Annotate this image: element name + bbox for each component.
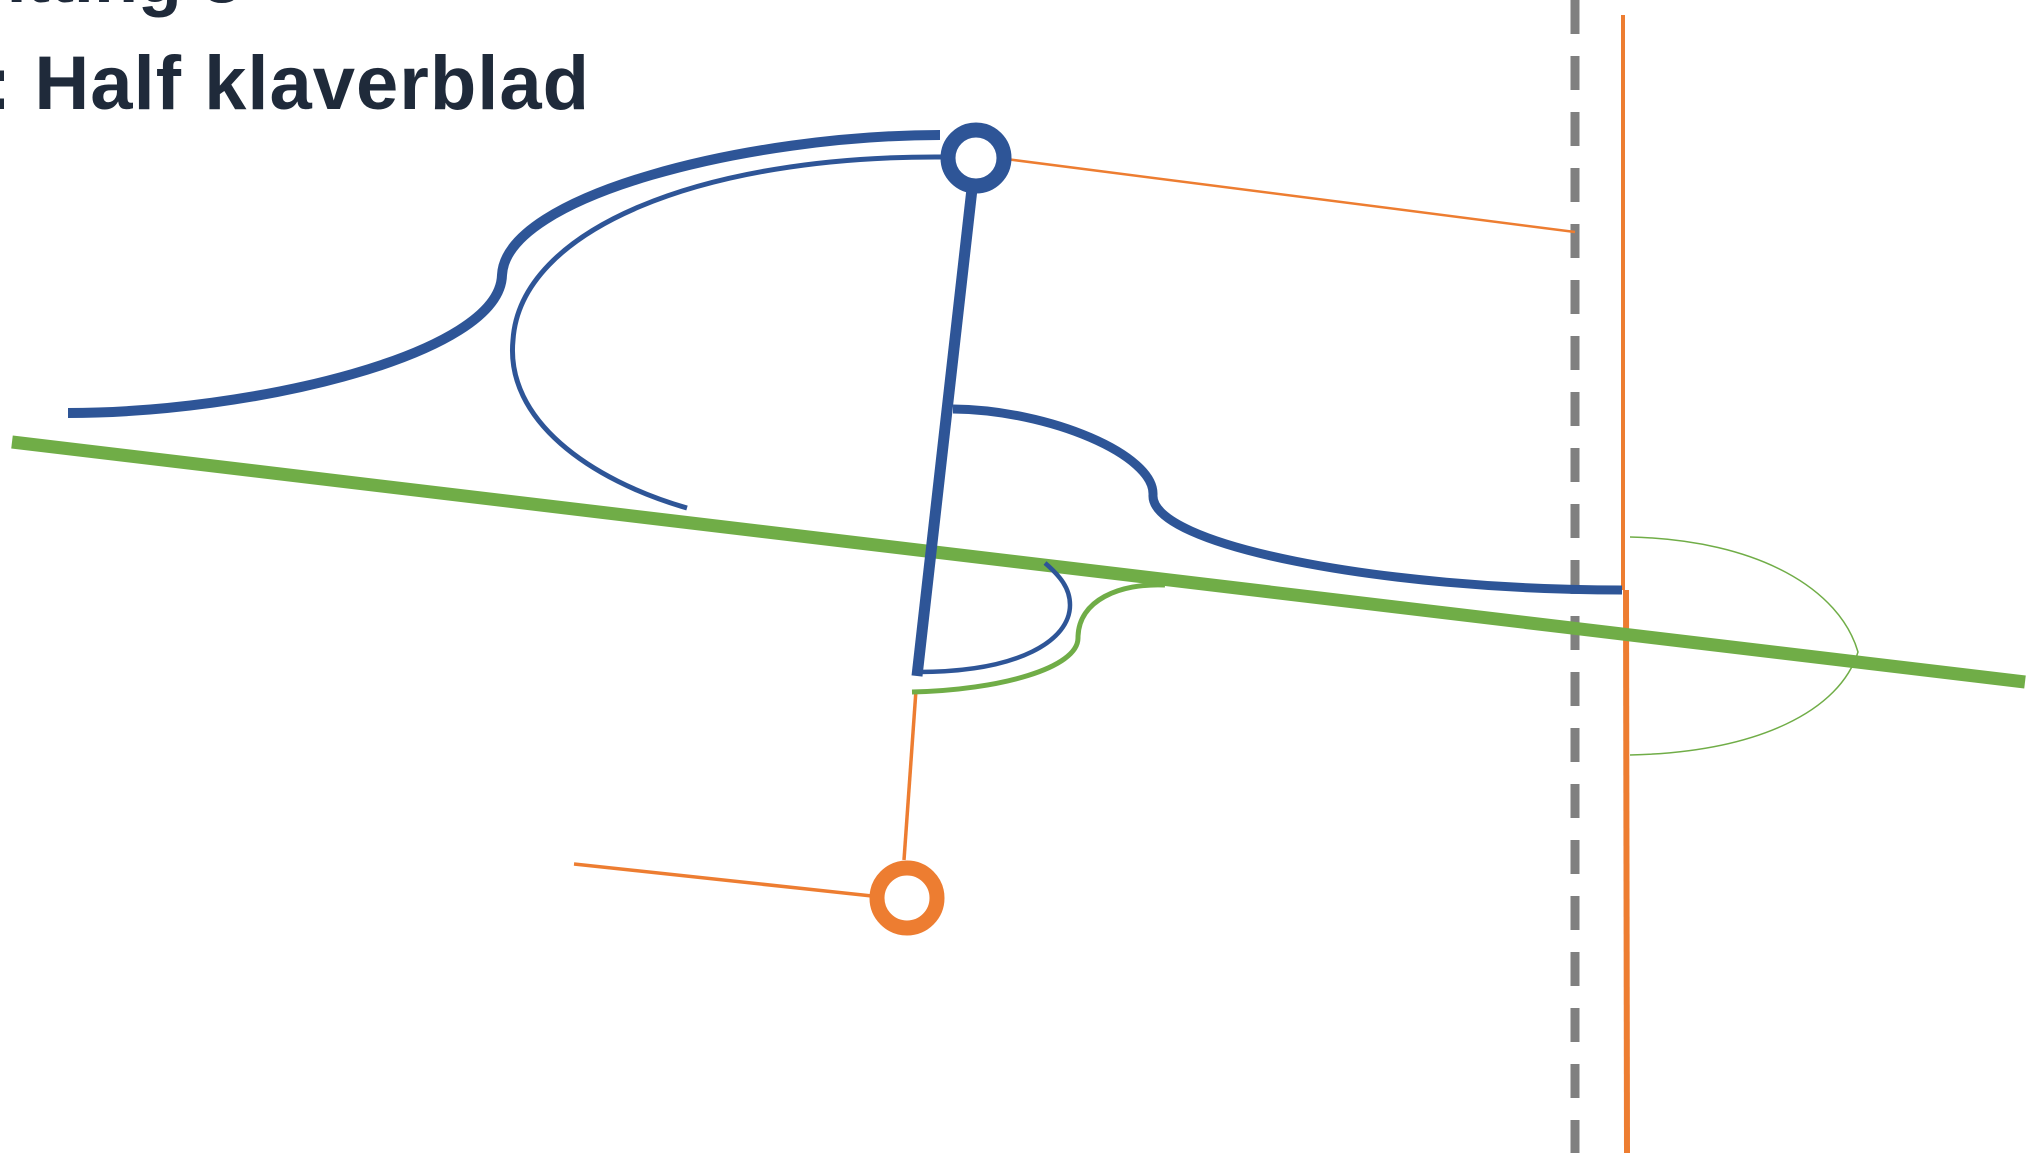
interchange-node-top	[940, 122, 1012, 194]
green-loop-right	[1629, 536, 1859, 756]
orange-link-top	[997, 156, 1576, 234]
orange-link-bottom-up	[902, 689, 918, 861]
blue-loop-left	[510, 154, 946, 511]
slide-title-line-2: : Half klaverblad	[0, 41, 591, 126]
green-ramp-lower	[911, 582, 1166, 695]
blue-ramp-right	[952, 404, 1623, 595]
orange-vertical-road-lower	[1623, 589, 1630, 1153]
orange-link-bottom-left	[573, 862, 873, 898]
blue-loop-lower	[917, 561, 1073, 675]
main-road-green	[11, 435, 2026, 689]
blue-ramp-upper-left	[67, 130, 941, 418]
interchange-node-bottom	[869, 860, 945, 936]
blue-connector-vertical	[911, 179, 979, 677]
slide-title-line-1: ntting 3	[0, 0, 242, 14]
